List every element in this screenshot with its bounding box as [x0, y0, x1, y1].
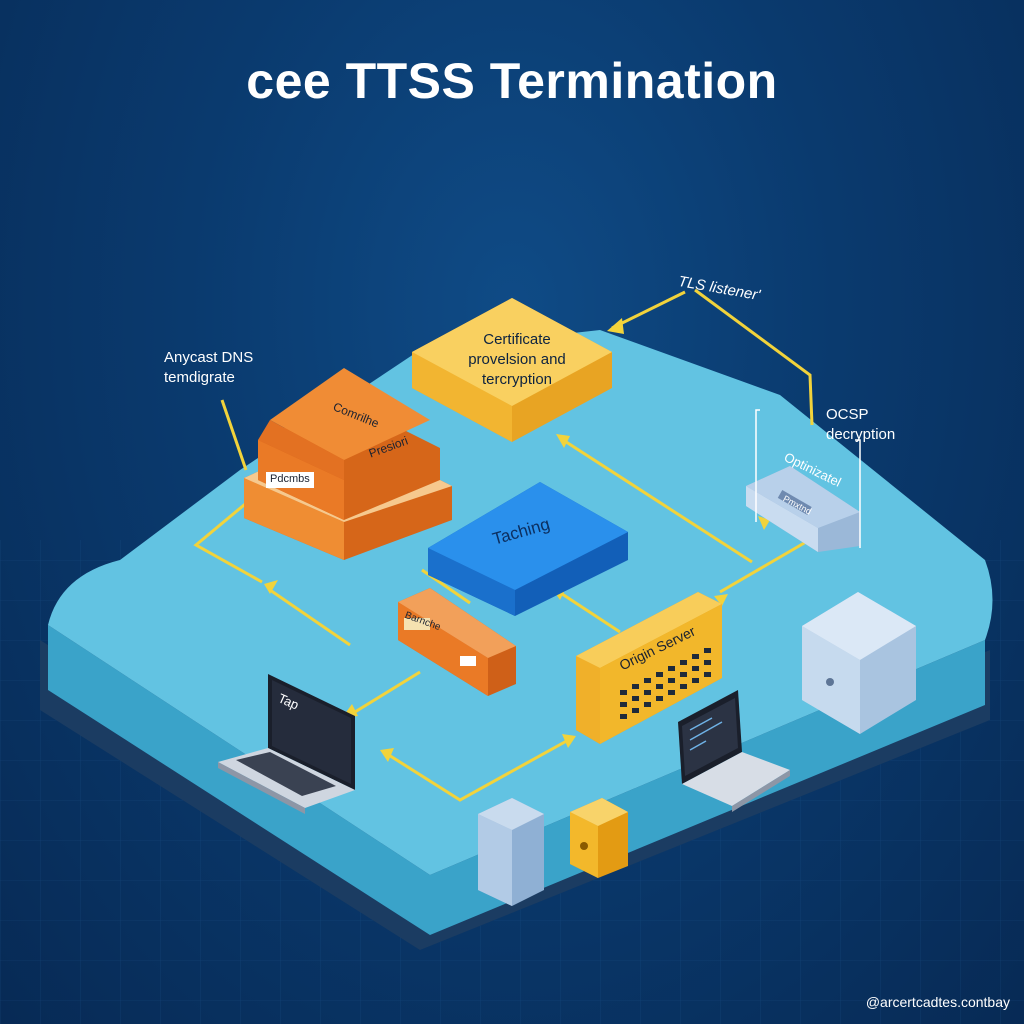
server-rack-icon: [620, 648, 711, 719]
compile-tag-label: Pdcmbs: [270, 473, 310, 485]
ocsp-label-line2: decryption: [826, 426, 896, 443]
teaching-box[interactable]: [428, 482, 628, 616]
anycast-label: Anycast DNS temdigrate: [164, 348, 253, 388]
ocsp-label: OCSP decryption: [826, 405, 895, 445]
origin-server[interactable]: [576, 592, 722, 744]
small-orange-tag: [404, 618, 430, 630]
certificate-label-line3: tercryption: [481, 371, 553, 388]
compile-tag: [266, 472, 314, 488]
port-icon: [460, 656, 476, 666]
page-title: cee TTSS Termination: [246, 53, 778, 109]
tower-icon: [478, 798, 544, 906]
optimizer-device[interactable]: [746, 409, 861, 552]
cube-icon: [802, 592, 916, 734]
anycast-label-line1: Anycast DNS: [164, 349, 254, 366]
laptop-icon-right[interactable]: [678, 690, 790, 812]
anycast-label-line2: temdigrate: [164, 369, 235, 386]
ocsp-label-line1: OCSP: [826, 406, 869, 423]
small-orange-box[interactable]: [398, 588, 516, 696]
certificate-label-line1: Certificate: [483, 331, 551, 348]
safe-icon: [570, 798, 628, 878]
laptop-icon[interactable]: [218, 674, 355, 814]
certificate-box[interactable]: [412, 298, 612, 442]
certificate-label: Certificate provelsion and tercryption: [462, 330, 572, 390]
watermark: @arcertcadtes.contbay: [865, 994, 1010, 1010]
certificate-label-line2: provelsion and: [468, 351, 566, 368]
